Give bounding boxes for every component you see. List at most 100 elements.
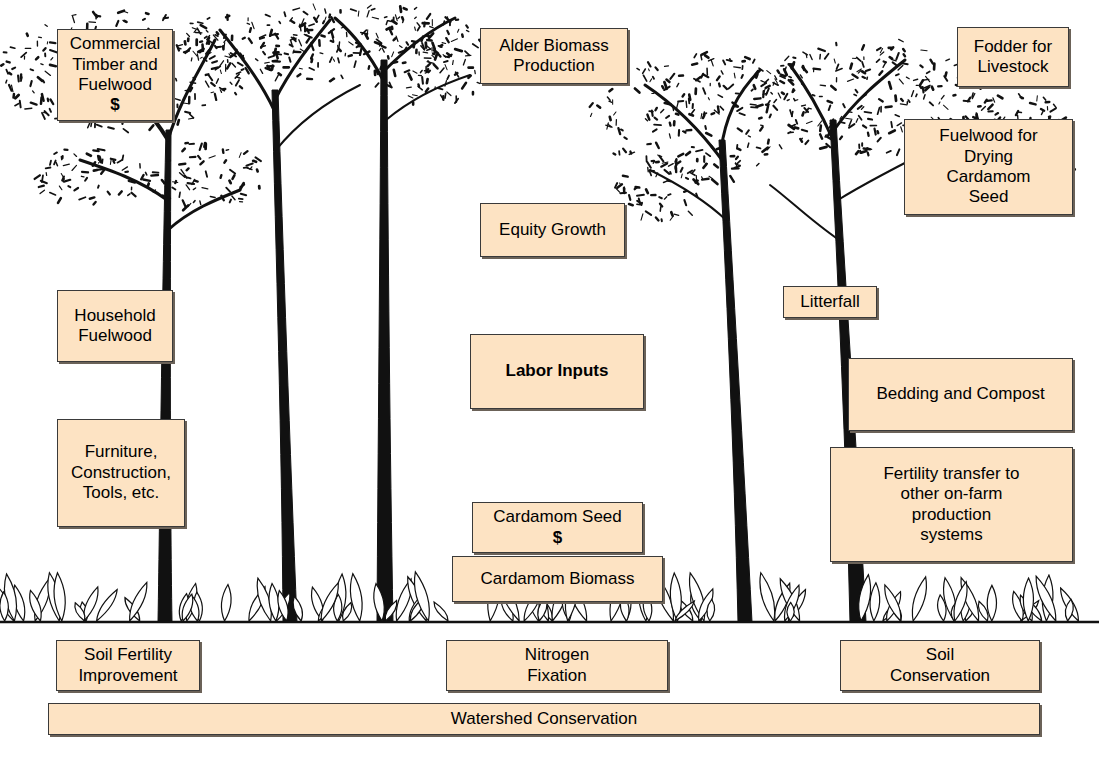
leaf-mark	[426, 79, 429, 83]
leaf-mark	[38, 77, 42, 81]
leaf-mark	[878, 138, 881, 142]
box-label: Labor Inputs	[506, 361, 609, 381]
leaf-mark	[637, 194, 644, 197]
leaf-mark	[427, 49, 431, 50]
leaf-mark	[768, 101, 770, 104]
leaf-mark	[307, 78, 312, 81]
leaf-mark	[206, 30, 208, 32]
leaf-mark	[886, 105, 892, 108]
leaf-mark	[45, 25, 47, 27]
leaf-mark	[209, 75, 212, 80]
leaf-mark	[434, 64, 438, 68]
leaf-mark	[399, 6, 403, 12]
text-box: Alder Biomass Production	[480, 28, 628, 84]
leaf-mark	[395, 15, 397, 21]
leaf-mark	[665, 103, 671, 104]
leaf-mark	[212, 61, 217, 63]
leaf-mark	[836, 78, 837, 82]
leaf-mark	[656, 161, 659, 164]
leaf-mark	[190, 82, 196, 83]
leaf-mark	[734, 66, 741, 68]
tree-trunk	[158, 130, 172, 622]
leaf-mark	[867, 153, 870, 156]
leaf-mark	[444, 61, 448, 62]
leaf-mark	[694, 89, 697, 94]
leaf-mark	[456, 72, 459, 77]
leaf-mark	[47, 42, 48, 44]
leaf-mark	[690, 173, 695, 176]
leaf-mark	[668, 193, 671, 196]
leaf-mark	[703, 115, 704, 118]
leaf-mark	[616, 120, 617, 126]
leaf-mark	[656, 217, 659, 220]
leaf-mark	[371, 9, 374, 10]
leaf-mark	[320, 52, 323, 54]
leaf-mark	[194, 94, 196, 99]
leaf-mark	[246, 164, 252, 166]
leaf-mark	[176, 105, 178, 108]
leaf-mark	[116, 21, 118, 26]
leaf-mark	[789, 76, 791, 79]
leaf-mark	[96, 168, 103, 171]
leaf-mark	[143, 180, 150, 181]
leaf-mark	[465, 51, 469, 55]
leaf-mark	[836, 69, 842, 71]
leaf-mark	[901, 127, 903, 132]
leaf-mark	[757, 164, 759, 166]
text-box: Fodder for Livestock	[957, 27, 1069, 87]
leaf-mark	[358, 11, 360, 16]
leaf-mark	[614, 153, 616, 154]
leaf-mark	[418, 75, 421, 77]
leaf-mark	[427, 62, 434, 64]
leaf-mark	[1041, 109, 1044, 111]
leaf-mark	[748, 135, 750, 137]
leaf-mark	[374, 71, 377, 75]
leaf-mark	[429, 33, 433, 38]
leaf-mark	[669, 123, 672, 126]
leaf-mark	[792, 89, 795, 91]
leaf-mark	[705, 55, 708, 57]
leaf-mark	[221, 196, 223, 201]
leaf-mark	[877, 48, 881, 50]
leaf-mark	[285, 52, 288, 55]
leaf-mark	[187, 51, 189, 52]
leaf-mark	[428, 71, 430, 73]
box-label: Furniture, Construction, Tools, etc.	[65, 442, 177, 503]
leaf-mark	[307, 38, 310, 43]
leaf-mark	[418, 52, 420, 55]
leaf-mark	[696, 77, 700, 80]
leaf-mark	[325, 9, 326, 13]
leaf-mark	[74, 154, 77, 157]
leaf-mark	[31, 103, 37, 105]
leaf-mark	[863, 126, 866, 128]
leaf-mark	[273, 60, 280, 62]
leaf-mark	[852, 58, 856, 59]
leaf-mark	[402, 20, 404, 22]
leaf-mark	[647, 167, 649, 171]
leaf-mark	[623, 175, 628, 178]
leaf-mark	[266, 15, 270, 17]
leaf-mark	[678, 154, 683, 157]
leaf-mark	[310, 59, 313, 62]
leaf-mark	[178, 45, 182, 46]
leaf-mark	[162, 180, 163, 182]
leaf-mark	[25, 107, 32, 109]
leaf-mark	[382, 48, 384, 52]
leaf-mark	[646, 156, 648, 161]
leaf-mark	[780, 76, 785, 78]
leaf-mark	[681, 174, 683, 178]
leaf-mark	[206, 171, 207, 176]
leaf-mark	[131, 187, 133, 189]
leaf-mark	[401, 17, 404, 19]
leaf-mark	[196, 32, 202, 34]
cardamom-leaf	[221, 585, 231, 621]
leaf-mark	[12, 94, 15, 98]
leaf-mark	[445, 65, 447, 70]
leaf-mark	[118, 11, 124, 13]
leaf-mark	[862, 77, 865, 78]
leaf-mark	[702, 178, 708, 181]
leaf-mark	[616, 188, 620, 192]
leaf-mark	[982, 107, 986, 111]
leaf-mark	[924, 95, 925, 99]
leaf-mark	[43, 48, 45, 50]
